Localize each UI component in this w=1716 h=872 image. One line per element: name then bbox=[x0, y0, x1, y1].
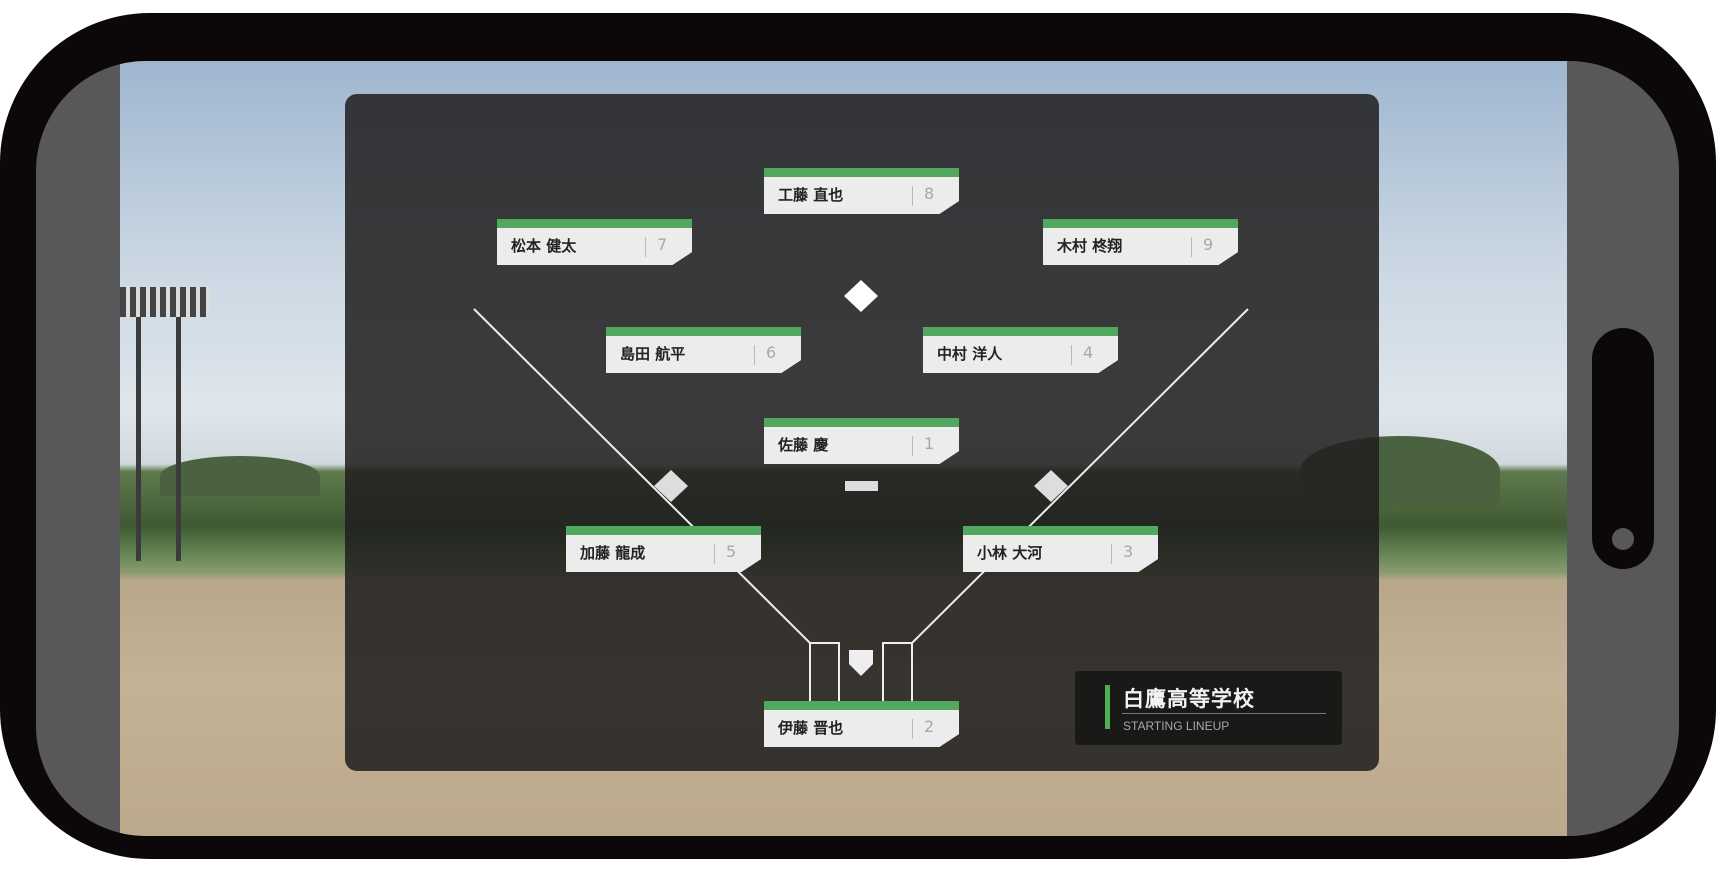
second-base bbox=[844, 280, 878, 312]
lineup-subtitle: STARTING LINEUP bbox=[1123, 719, 1230, 733]
player-name: 伊藤 晋也 bbox=[778, 719, 844, 737]
divider bbox=[912, 719, 913, 739]
player-card-2b[interactable]: 中村 洋人 4 bbox=[923, 327, 1118, 373]
player-card-1b[interactable]: 小林 大河 3 bbox=[963, 526, 1158, 572]
position-number: 2 bbox=[924, 717, 935, 736]
position-number: 6 bbox=[766, 343, 777, 362]
card-bar bbox=[497, 219, 692, 228]
card-bar bbox=[764, 168, 959, 177]
divider bbox=[1191, 237, 1192, 257]
player-card-ss[interactable]: 島田 航平 6 bbox=[606, 327, 801, 373]
diamond-diagram bbox=[473, 280, 1249, 704]
batter-box-right bbox=[882, 642, 913, 704]
position-number: 1 bbox=[924, 434, 935, 453]
player-name: 島田 航平 bbox=[620, 345, 686, 363]
position-number: 9 bbox=[1203, 235, 1214, 254]
player-name: 中村 洋人 bbox=[937, 345, 1003, 363]
divider bbox=[754, 345, 755, 365]
position-number: 8 bbox=[924, 184, 935, 203]
divider bbox=[1122, 713, 1326, 714]
card-bar bbox=[923, 327, 1118, 336]
position-number: 3 bbox=[1123, 542, 1134, 561]
divider bbox=[1071, 345, 1072, 365]
position-number: 5 bbox=[726, 542, 737, 561]
player-name: 佐藤 慶 bbox=[778, 436, 829, 454]
third-base-line bbox=[473, 308, 811, 644]
light-pole bbox=[176, 291, 181, 561]
player-name: 工藤 直也 bbox=[778, 186, 844, 204]
divider bbox=[645, 237, 646, 257]
player-name: 松本 健太 bbox=[511, 237, 577, 255]
player-card-lf[interactable]: 松本 健太 7 bbox=[497, 219, 692, 265]
divider bbox=[912, 436, 913, 456]
home-plate bbox=[849, 650, 873, 676]
school-label: 白鷹高等学校 STARTING LINEUP bbox=[1075, 671, 1342, 745]
stadium-lights bbox=[120, 287, 210, 317]
light-pole bbox=[136, 291, 141, 561]
player-name: 小林 大河 bbox=[977, 544, 1043, 562]
card-bar bbox=[566, 526, 761, 535]
card-bar bbox=[1043, 219, 1238, 228]
player-name: 木村 柊翔 bbox=[1057, 237, 1123, 255]
school-name: 白鷹高等学校 bbox=[1123, 687, 1255, 711]
first-base-line bbox=[911, 308, 1249, 644]
lineup-panel: 工藤 直也 8 松本 健太 7 木村 柊翔 9 島田 航平 6 中村 洋人 4 佐藤 慶 1… bbox=[345, 94, 1379, 771]
third-base bbox=[654, 470, 688, 502]
batter-box-left bbox=[809, 642, 840, 704]
divider bbox=[912, 186, 913, 206]
card-bar bbox=[963, 526, 1158, 535]
side-button bbox=[1592, 328, 1654, 569]
player-card-rf[interactable]: 木村 柊翔 9 bbox=[1043, 219, 1238, 265]
player-card-c[interactable]: 伊藤 晋也 2 bbox=[764, 701, 959, 747]
camera-dot bbox=[1612, 528, 1634, 550]
player-name: 加藤 龍成 bbox=[580, 544, 646, 562]
card-bar bbox=[606, 327, 801, 336]
card-bar bbox=[764, 701, 959, 710]
divider bbox=[714, 544, 715, 564]
position-number: 7 bbox=[657, 235, 668, 254]
player-card-3b[interactable]: 加藤 龍成 5 bbox=[566, 526, 761, 572]
position-number: 4 bbox=[1083, 343, 1094, 362]
first-base bbox=[1034, 470, 1068, 502]
player-card-cf[interactable]: 工藤 直也 8 bbox=[764, 168, 959, 214]
card-bar bbox=[764, 418, 959, 427]
accent-bar bbox=[1105, 685, 1110, 729]
pitchers-plate bbox=[845, 481, 878, 491]
divider bbox=[1111, 544, 1112, 564]
player-card-p[interactable]: 佐藤 慶 1 bbox=[764, 418, 959, 464]
hill bbox=[160, 456, 320, 496]
